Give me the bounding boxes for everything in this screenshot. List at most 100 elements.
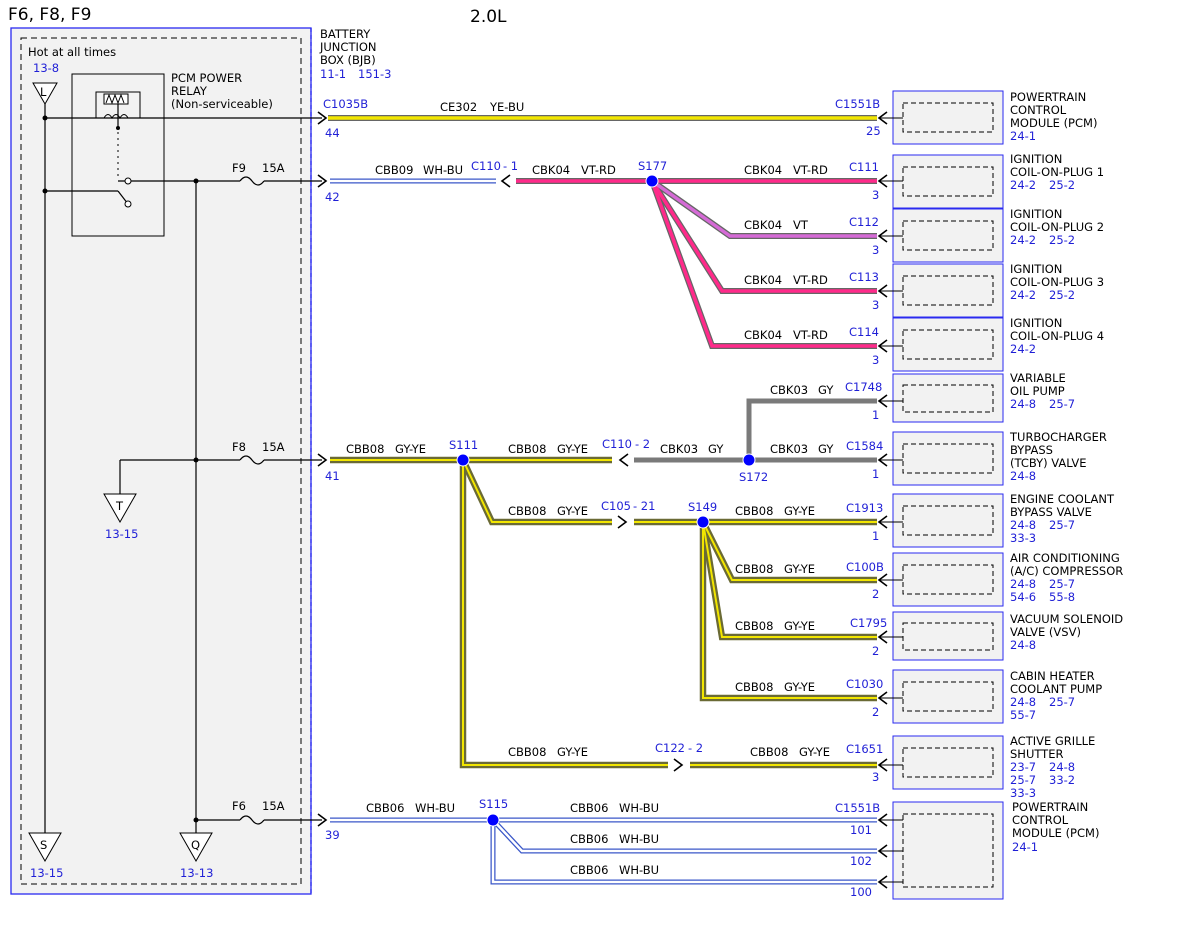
svg-text:25-7: 25-7	[1049, 518, 1075, 532]
svg-text:IGNITION: IGNITION	[1010, 152, 1062, 166]
component-coolant-valve	[892, 493, 1004, 548]
circuit-pcm100-color: WH-BU	[619, 863, 659, 877]
svg-text:COIL-ON-PLUG 3: COIL-ON-PLUG 3	[1010, 275, 1104, 289]
svg-text:POWERTRAIN: POWERTRAIN	[1012, 800, 1088, 814]
circuit-cbb06-trunk: CBB06	[366, 801, 404, 815]
circuit-cbb08-trunk: CBB08	[346, 442, 384, 456]
circuit-cbb09: CBB09	[375, 163, 413, 177]
pin-100: 100	[850, 885, 872, 899]
conn-c122-pin: - 2	[688, 741, 703, 755]
flag-s-ref: 13-15	[30, 866, 63, 880]
svg-text:IGNITION: IGNITION	[1010, 207, 1062, 221]
pin-c112: 3	[872, 243, 879, 257]
pin-44: 44	[325, 126, 340, 140]
bjb-output-arrows	[317, 111, 328, 827]
pin-39: 39	[325, 828, 340, 842]
splice-s177	[645, 174, 659, 188]
svg-text:25-2: 25-2	[1049, 178, 1075, 192]
svg-text:MODULE (PCM): MODULE (PCM)	[1012, 826, 1099, 840]
svg-text:CABIN HEATER: CABIN HEATER	[1010, 669, 1095, 683]
bjb-label-1: BATTERY	[320, 27, 371, 41]
bjb-junction-dots	[42, 115, 199, 823]
fuse-f6-amps: 15A	[262, 799, 285, 813]
component-pcm-bottom	[892, 801, 1004, 900]
svg-text:(A/C) COMPRESSOR: (A/C) COMPRESSOR	[1010, 564, 1123, 578]
bjb-label-3: BOX (BJB)	[320, 53, 376, 67]
svg-text:BYPASS VALVE: BYPASS VALVE	[1010, 505, 1092, 519]
wire-cbb06-group	[330, 817, 877, 885]
relay-label-1: PCM POWER	[171, 71, 242, 85]
circuit-c113-color: VT-RD	[793, 273, 828, 287]
engine-label: 2.0L	[470, 7, 507, 27]
circuit-c1030: CBB08	[735, 680, 773, 694]
svg-text:25-2: 25-2	[1049, 288, 1075, 302]
component-leads	[879, 117, 903, 883]
svg-text:S: S	[40, 838, 47, 852]
circuit-c113: CBK04	[744, 273, 782, 287]
circuit-cbk04-trunk-color: VT-RD	[581, 163, 616, 177]
component-vsv	[892, 611, 1004, 661]
svg-text:(TCBY) VALVE: (TCBY) VALVE	[1010, 456, 1087, 470]
component-tcby	[892, 431, 1004, 486]
hot-at-all-times-label: Hot at all times	[28, 45, 116, 59]
fuse-f9-amps: 15A	[262, 161, 285, 175]
conn-c112: C112	[849, 215, 879, 229]
flag-s: S	[28, 832, 62, 863]
circuit-c1651-color: GY-YE	[799, 745, 830, 759]
pin-c1651: 3	[872, 770, 879, 784]
svg-text:VACUUM SOLENOID: VACUUM SOLENOID	[1010, 612, 1123, 626]
svg-text:VARIABLE: VARIABLE	[1010, 371, 1066, 385]
splice-s172	[742, 453, 756, 467]
pin-c1795: 2	[872, 644, 879, 658]
svg-text:25-2: 25-2	[1049, 233, 1075, 247]
fuse-f8-amps: 15A	[262, 440, 285, 454]
svg-text:25-7: 25-7	[1049, 577, 1075, 591]
conn-c110-2: C110	[602, 437, 632, 451]
svg-text:IGNITION: IGNITION	[1010, 262, 1062, 276]
conn-c1913: C1913	[846, 501, 883, 515]
svg-text:25-7: 25-7	[1010, 773, 1036, 787]
svg-text:24-8: 24-8	[1010, 638, 1036, 652]
svg-text:OIL PUMP: OIL PUMP	[1010, 384, 1065, 398]
component-heater-pump	[892, 669, 1004, 724]
pcm-power-relay	[71, 73, 165, 237]
svg-text:54-6: 54-6	[1010, 590, 1036, 604]
flag-q: Q	[179, 832, 213, 863]
circuit-cbk03-trunk-color: GY	[708, 442, 724, 456]
circuit-c1584: CBK03	[770, 442, 808, 456]
circuit-c1795: CBB08	[735, 619, 773, 633]
flag-l: L	[32, 82, 58, 106]
svg-text:24-2: 24-2	[1010, 178, 1036, 192]
conn-c110-1-pin: - 1	[503, 159, 518, 173]
flag-t-ref: 13-15	[105, 527, 138, 541]
conn-c114: C114	[849, 325, 879, 339]
page-title: F6, F8, F9	[8, 5, 91, 25]
splice-s111	[456, 453, 470, 467]
pin-c1584: 1	[872, 467, 879, 481]
circuit-cbb08-b3-color: GY-YE	[557, 745, 588, 759]
circuit-cbb08-b2: CBB08	[508, 504, 546, 518]
conn-c110-2-pin: - 2	[635, 437, 650, 451]
circuit-cbb06-trunk-color: WH-BU	[415, 801, 455, 815]
bjb-label-2: JUNCTION	[319, 40, 377, 54]
wire-cbk04-group	[516, 178, 877, 349]
circuit-cbk04-trunk: CBK04	[532, 163, 570, 177]
circuit-c100b-color: GY-YE	[784, 562, 815, 576]
svg-text:IGNITION: IGNITION	[1010, 316, 1062, 330]
conn-c105-pin: - 21	[633, 499, 655, 513]
circuit-cbb08-trunk-color: GY-YE	[395, 442, 426, 456]
circuit-c1795-color: GY-YE	[784, 619, 815, 633]
conn-c122: C122	[655, 741, 685, 755]
bjb-ref-1: 11-1	[320, 67, 346, 81]
splice-s149	[696, 515, 710, 529]
svg-text:SHUTTER: SHUTTER	[1010, 747, 1063, 761]
conn-c1748: C1748	[845, 380, 882, 394]
pin-25: 25	[866, 124, 881, 138]
component-coil-4	[892, 317, 1004, 372]
flag-q-ref: 13-13	[180, 866, 213, 880]
conn-c113: C113	[849, 270, 879, 284]
svg-text:COOLANT PUMP: COOLANT PUMP	[1010, 682, 1102, 696]
circuit-pcm100: CBB06	[570, 863, 608, 877]
fuse-f9-name: F9	[232, 161, 246, 175]
circuit-ce302-color: YE-BU	[489, 100, 524, 114]
